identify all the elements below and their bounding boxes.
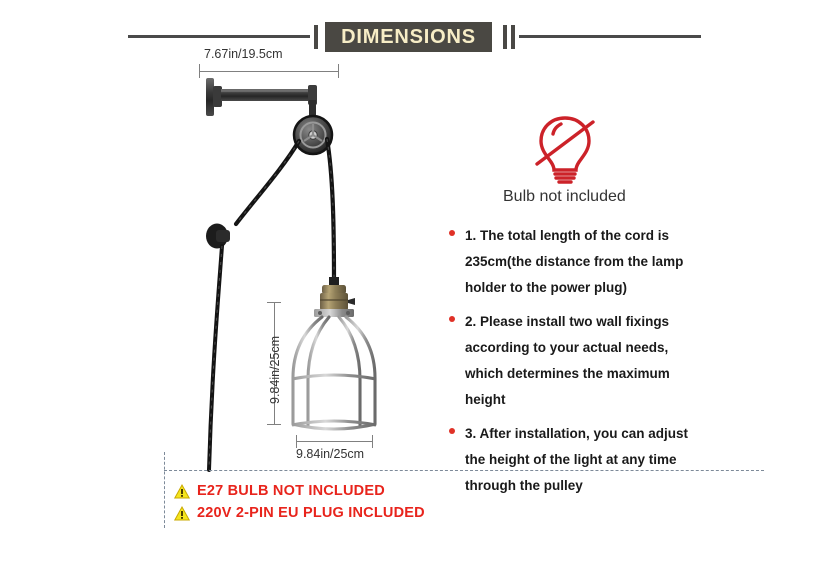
shade-height-dimension-line bbox=[274, 302, 275, 424]
bulb-strike-through bbox=[535, 120, 595, 166]
shade-height-tick-top bbox=[267, 302, 281, 303]
bullet-dot bbox=[449, 316, 455, 322]
header-divider-right-outer bbox=[511, 25, 515, 49]
wall-flange bbox=[206, 78, 222, 116]
arm-width-tick-right bbox=[338, 64, 339, 78]
list-item: 2. Please install two wall fixings accor… bbox=[448, 309, 698, 413]
lamp-suspension-cord bbox=[324, 136, 337, 284]
second-wall-mount bbox=[206, 223, 230, 249]
floor-guide-line-horizontal bbox=[164, 470, 764, 471]
page-title: DIMENSIONS bbox=[341, 25, 476, 48]
shade-width-label: 9.84in/25cm bbox=[296, 447, 365, 461]
warning-text: E27 BULB NOT INCLUDED bbox=[197, 483, 385, 499]
page-title-banner: DIMENSIONS bbox=[325, 22, 492, 52]
bullet-dot bbox=[449, 428, 455, 434]
list-item: 1. The total length of the cord is 235cm… bbox=[448, 223, 698, 301]
header-divider-right-inner bbox=[503, 25, 507, 49]
shade-height-tick-bottom bbox=[267, 424, 281, 425]
warning-row-plug: 220V 2-PIN EU PLUG INCLUDED bbox=[173, 505, 425, 521]
notes-list: 1. The total length of the cord is 235cm… bbox=[448, 223, 698, 507]
header-divider-left bbox=[314, 25, 318, 49]
warning-triangle-icon bbox=[173, 505, 191, 520]
shade-height-label: 9.84in/25cm bbox=[268, 335, 282, 404]
horizontal-pipe-arm bbox=[221, 85, 317, 105]
warning-row-bulb: E27 BULB NOT INCLUDED bbox=[173, 483, 385, 499]
arm-width-tick-left bbox=[199, 64, 200, 78]
bullet-dot bbox=[449, 230, 455, 236]
header-rule-right bbox=[519, 35, 701, 38]
wire-cage-rings bbox=[291, 373, 377, 431]
note-text: 1. The total length of the cord is 235cm… bbox=[465, 228, 684, 295]
arm-width-dimension-line bbox=[199, 71, 339, 72]
cord-twist-highlight bbox=[235, 140, 300, 225]
bulb-caption: Bulb not included bbox=[503, 188, 626, 205]
shade-width-tick-right bbox=[372, 435, 373, 448]
arm-width-label: 7.67in/19.5cm bbox=[204, 47, 283, 61]
wire-cage-shade bbox=[291, 315, 377, 429]
warning-triangle-icon bbox=[173, 483, 191, 498]
shade-width-tick-left bbox=[296, 435, 297, 448]
warning-text: 220V 2-PIN EU PLUG INCLUDED bbox=[197, 505, 425, 521]
note-text: 3. After installation, you can adjust th… bbox=[465, 426, 689, 493]
bulb-crossed-out-icon bbox=[527, 112, 603, 184]
note-text: 2. Please install two wall fixings accor… bbox=[465, 314, 670, 407]
power-plug-cord bbox=[207, 244, 224, 472]
lamp-socket bbox=[314, 277, 355, 317]
shade-width-dimension-line bbox=[296, 441, 373, 442]
floor-guide-line-vertical bbox=[164, 452, 165, 528]
pulley-wheel bbox=[292, 100, 334, 156]
header-rule-left bbox=[128, 35, 310, 38]
list-item: 3. After installation, you can adjust th… bbox=[448, 421, 698, 499]
